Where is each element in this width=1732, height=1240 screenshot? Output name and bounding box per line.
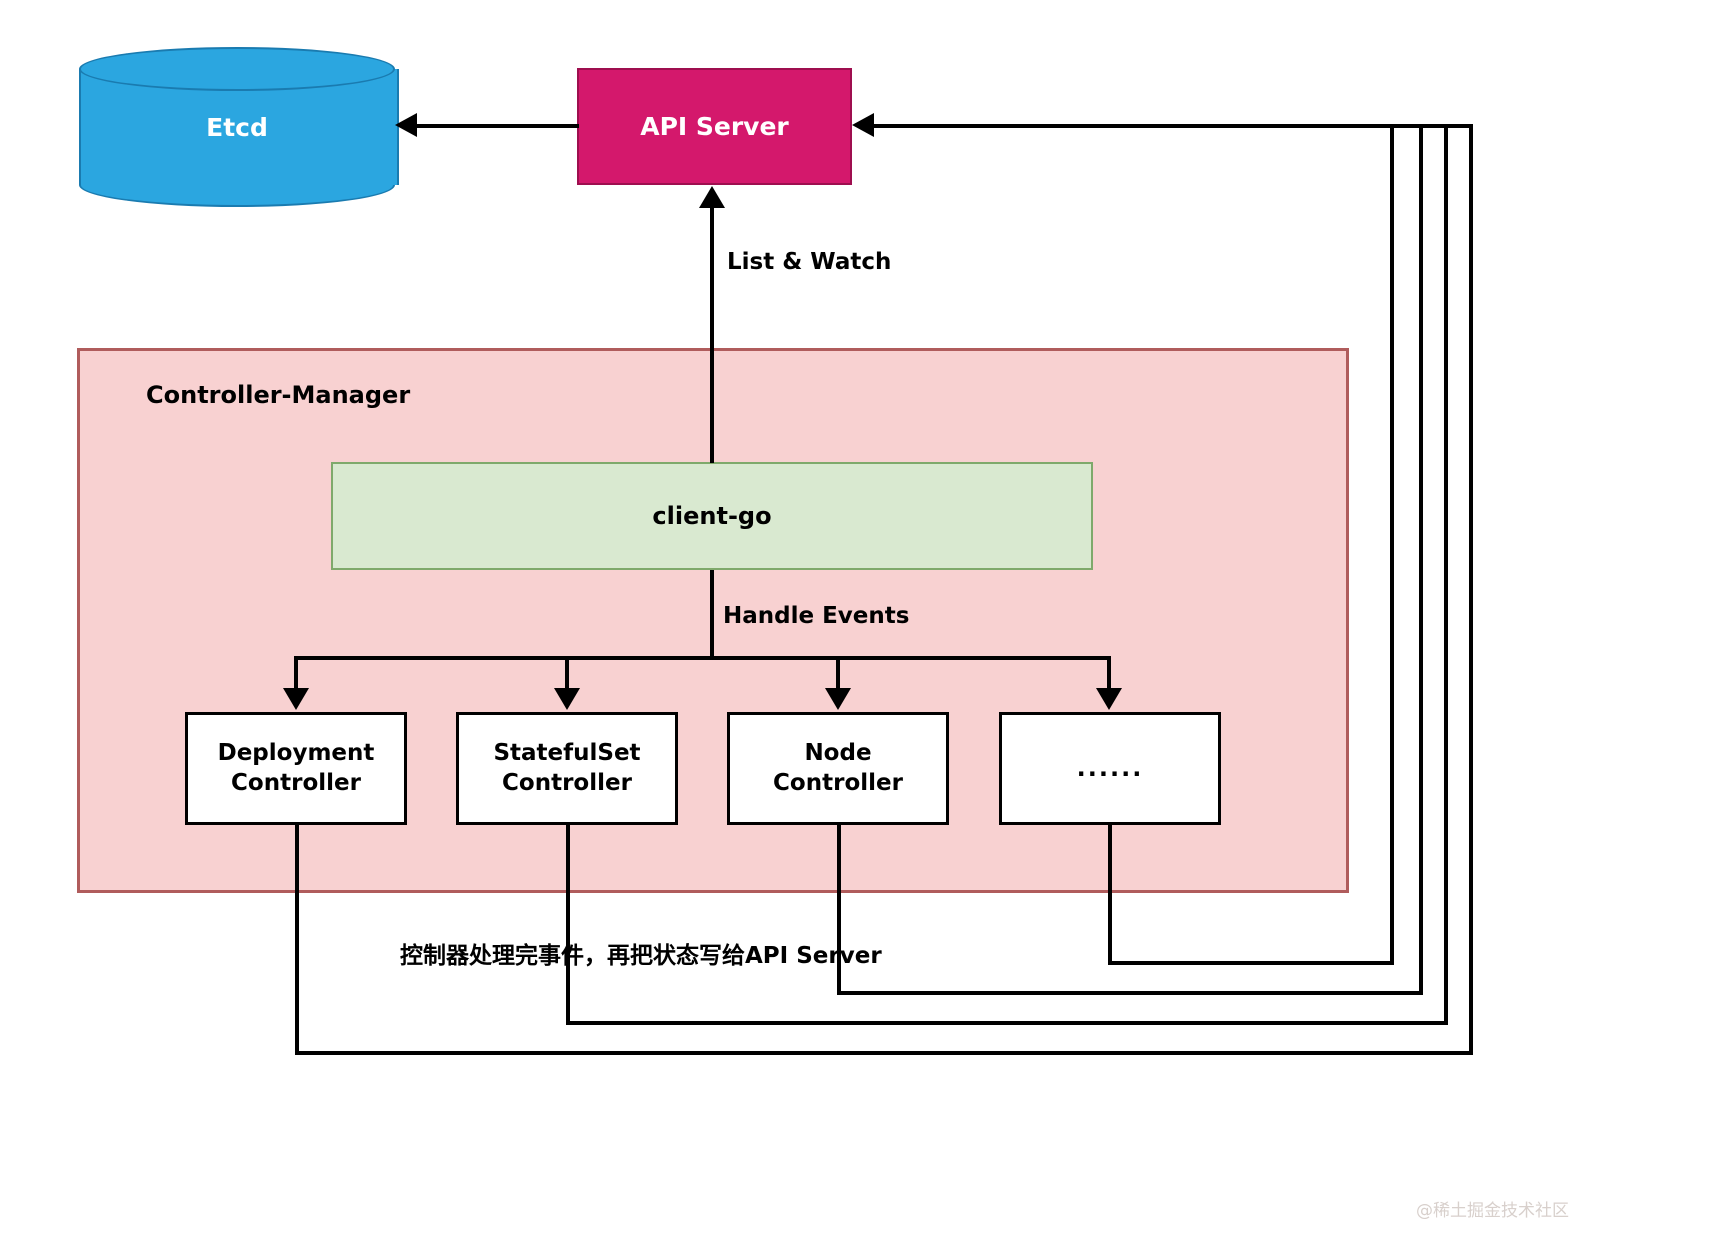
edge-label-handle-events: Handle Events <box>723 603 910 629</box>
arrowhead-controller-0 <box>283 688 309 710</box>
feedback-run-2 <box>837 991 1423 995</box>
feedback-leg-0-down <box>295 825 299 1055</box>
client-go-node[interactable]: client-go <box>331 462 1093 570</box>
feedback-riser-3 <box>1390 124 1394 965</box>
feedback-leg-3-down <box>1108 825 1112 965</box>
statefulset-controller-label: StatefulSet Controller <box>493 740 641 796</box>
api-server-node[interactable]: API Server <box>577 68 852 185</box>
feedback-run-0 <box>295 1051 1473 1055</box>
edge-apiserver-to-etcd <box>417 124 579 128</box>
fanout-leg-2 <box>836 656 840 692</box>
edge-label-write-back: 控制器处理完事件，再把状态写给API Server <box>400 943 882 969</box>
edge-clientgo-down <box>710 570 714 658</box>
other-controllers-node[interactable]: ...... <box>999 712 1221 825</box>
edge-label-list-watch: List & Watch <box>727 249 892 275</box>
arrowhead-controller-3 <box>1096 688 1122 710</box>
arrowhead-list-watch <box>699 186 725 208</box>
feedback-leg-2-down <box>837 825 841 995</box>
fanout-leg-3 <box>1107 656 1111 692</box>
fanout-leg-0 <box>294 656 298 692</box>
other-controllers-label: ...... <box>1076 754 1144 783</box>
arrowhead-controller-1 <box>554 688 580 710</box>
feedback-leg-1-down <box>566 825 570 1025</box>
feedback-run-1 <box>566 1021 1448 1025</box>
arrowhead-controller-2 <box>825 688 851 710</box>
statefulset-controller-node[interactable]: StatefulSet Controller <box>456 712 678 825</box>
arrowhead-to-etcd <box>395 113 417 137</box>
node-controller-node[interactable]: Node Controller <box>727 712 949 825</box>
cylinder-top <box>79 47 395 91</box>
watermark: @稀土掘金技术社区 <box>1416 1201 1569 1221</box>
feedback-riser-1 <box>1444 124 1448 1025</box>
arrowhead-to-apiserver <box>852 113 874 137</box>
edge-clientgo-to-apiserver <box>710 207 714 463</box>
etcd-node[interactable]: Etcd <box>79 47 399 207</box>
feedback-riser-0 <box>1469 124 1473 1055</box>
deployment-controller-node[interactable]: Deployment Controller <box>185 712 407 825</box>
feedback-run-3 <box>1108 961 1394 965</box>
fanout-leg-1 <box>565 656 569 692</box>
feedback-entry-to-apiserver <box>874 124 1473 128</box>
node-controller-label: Node Controller <box>773 740 903 796</box>
etcd-label: Etcd <box>206 112 268 142</box>
feedback-riser-2 <box>1419 124 1423 995</box>
deployment-controller-label: Deployment Controller <box>217 740 375 796</box>
fanout-bus <box>294 656 1111 660</box>
controller-manager-label: Controller-Manager <box>146 381 411 409</box>
